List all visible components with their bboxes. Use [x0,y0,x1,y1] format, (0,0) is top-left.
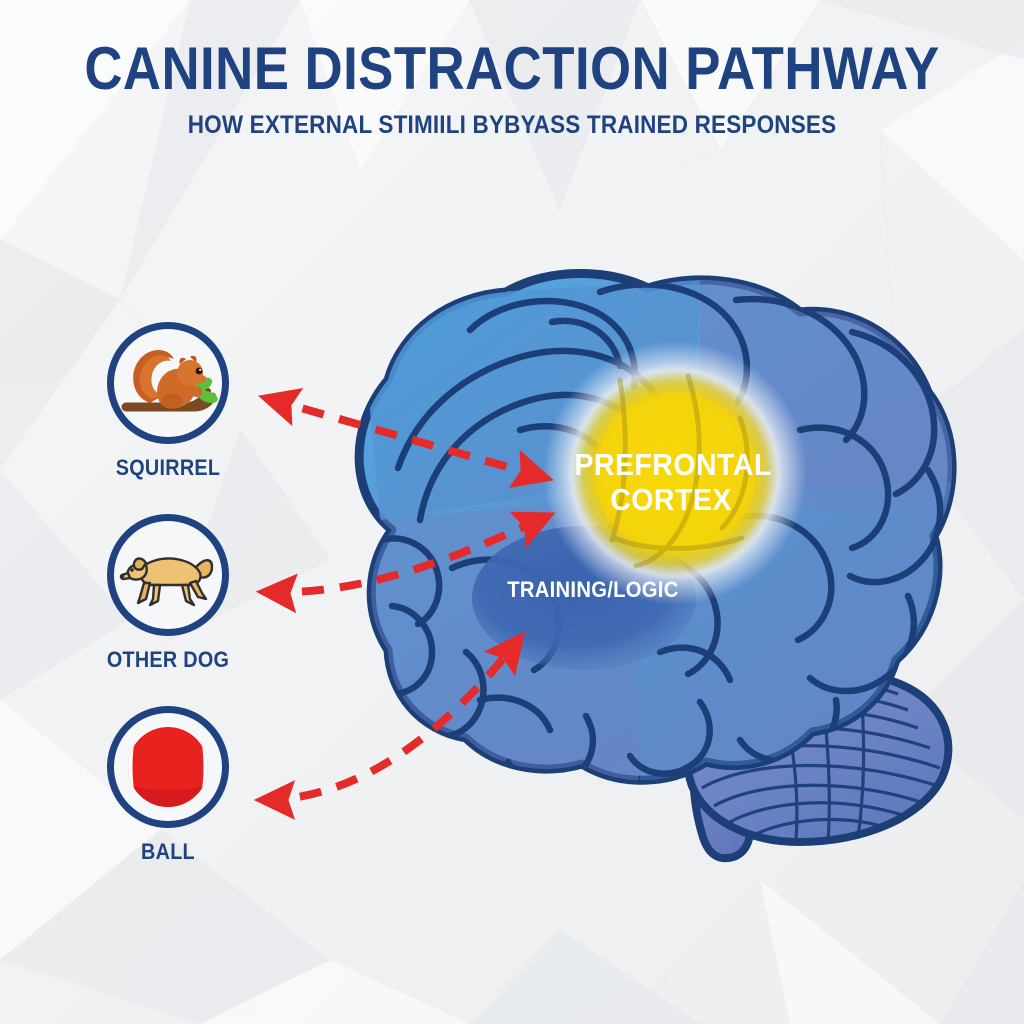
ball-icon [128,727,208,807]
squirrel-icon [121,350,218,412]
prefrontal-cortex-label-line1: PREFRONTAL [574,447,772,482]
stimulus-item-squirrel[interactable]: SQUIRREL [84,322,252,514]
training-logic-label: TRAINING/LOGIC [507,577,679,602]
stimulus-label-ball: BALL [141,839,195,864]
ball-icon-circle[interactable] [107,706,229,828]
stimuli-list: SQUIRREL [84,322,252,898]
page-subtitle: HOW EXTERNAL STIMIILI BYBYASS TRAINED RE… [187,111,837,139]
stimulus-label-squirrel: SQUIRREL [115,455,221,480]
prefrontal-cortex-label-line2: CORTEX [610,482,732,517]
stimulus-item-ball[interactable]: BALL [84,706,252,898]
header: CANINE DISTRACTION PATHWAY HOW EXTERNAL … [0,0,1024,139]
dog-icon [119,557,214,607]
page-title: CANINE DISTRACTION PATHWAY [84,35,940,102]
dog-icon-circle[interactable] [107,514,229,636]
prefrontal-cortex-label: PREFRONTAL CORTEX [574,447,772,517]
squirrel-icon-circle[interactable] [107,322,229,444]
stimulus-item-other-dog[interactable]: OTHER DOG [84,514,252,706]
stimulus-label-other-dog: OTHER DOG [106,647,230,672]
